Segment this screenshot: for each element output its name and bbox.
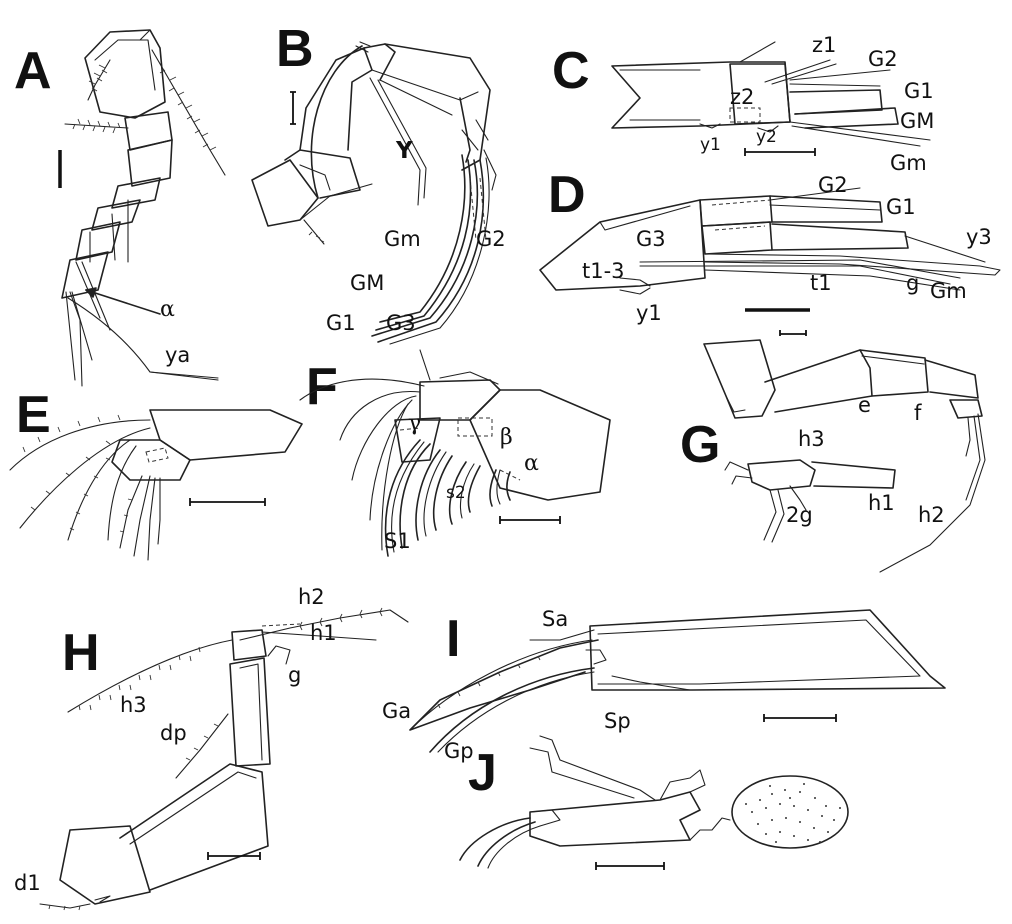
label-f: f [914,401,922,425]
label-h2-g: h2 [918,503,945,527]
label-g2-c: G2 [868,47,898,71]
label-g2-d: G2 [818,173,848,197]
label-g-d: g [906,271,919,295]
appendage-a-segment-1 [124,111,173,151]
label-z2: z2 [730,85,754,109]
panel-letter-a: A [14,42,52,100]
label-h3-g: h3 [798,427,825,451]
panel-letter-j: J [468,744,497,802]
seta-h2-g [879,413,986,573]
scale-bar-c [744,148,816,156]
seta-ya [67,297,219,379]
scale-bar-e [189,498,266,506]
panel-c: C z1 G2 G1 z2 GM y1 y2 Gm [552,33,934,175]
scale-bar-b [290,91,296,125]
label-sa: Sa [542,607,568,631]
label-g1-d: G1 [886,195,916,219]
panel-f: F γ β α s2 S1 [299,349,611,557]
label-g1-c: G1 [904,79,934,103]
appendage-a-segment-4 [91,199,141,231]
appendage-a-segment-2 [127,139,173,187]
label-h1-g: h1 [868,491,895,515]
label-sp: Sp [604,709,631,733]
label-y-b: Y [395,138,413,164]
label-s1: S1 [384,529,411,553]
panel-letter-f: F [306,358,338,416]
panel-letter-e: E [16,386,51,444]
appendage-a-basis [84,29,166,119]
label-gm-b: Gm [384,227,421,251]
label-g2-b: G2 [476,227,506,251]
panel-letter-b: B [276,20,314,78]
label-t1-3: t1-3 [582,259,625,283]
label-h2-h: h2 [298,585,325,609]
label-g-h: g [288,663,301,687]
appendage-a-segment-5 [75,221,121,261]
panel-b: B Y Gm G2 GM G1 G3 [251,20,506,345]
sensory-organ-j [731,775,849,849]
seta-gm-b [379,154,466,323]
label-y2-c: y2 [756,127,777,147]
label-t1: t1 [810,271,832,295]
scale-bar-i [763,714,837,722]
label-s2: s2 [446,483,466,503]
label-g3-b: G3 [386,311,416,335]
label-gm-upper-b: GM [350,271,384,295]
scale-bar-f [499,516,561,524]
label-h1-h: h1 [310,621,337,645]
label-h3-h: h3 [120,693,147,717]
label-y3: y3 [966,225,992,249]
label-g3-d: G3 [636,227,666,251]
appendage-a-segment-3 [111,177,161,209]
panel-j: J [459,735,849,870]
panel-letter-c: C [552,42,590,100]
panel-letter-h: H [62,624,100,682]
panel-letter-d: D [548,166,586,224]
label-ga: Ga [382,699,411,723]
label-alpha-f: α [524,451,539,476]
panel-e: E [9,386,303,561]
label-e: e [858,393,871,417]
label-2g: 2g [786,503,813,527]
label-gm-upper-c: GM [900,109,934,133]
panel-i: I Sa Ga Gp Sp [382,607,946,763]
seta-g3-b [389,157,490,345]
label-alpha-a: α [160,297,175,322]
scale-bar-h [207,852,261,860]
label-gamma: γ [408,411,421,436]
label-y1-c: y1 [700,135,721,155]
label-y1-d: y1 [636,301,662,325]
panel-letter-g: G [680,416,720,474]
label-dp: dp [160,721,187,745]
label-ya: ya [165,343,190,367]
seta-g1-b [371,159,479,337]
label-d1: d1 [14,871,41,895]
panel-letter-i: I [446,610,460,668]
appendage-e-segment-1 [149,409,303,461]
appendage-j-segment [529,791,701,847]
label-gp: Gp [444,739,474,763]
appendage-i-segment [589,609,946,691]
label-beta: β [500,425,513,450]
label-gm-d: Gm [930,279,967,303]
appendage-g-basis [703,339,776,419]
scale-bar-j [595,862,665,870]
label-gm-c: Gm [890,151,927,175]
appendage-b-basis [251,159,319,227]
panel-d: D G2 G1 G3 y3 t1-3 t1 g Gm y1 [539,166,1001,336]
panel-h: H h2 h1 g h3 dp d1 [14,585,409,911]
appendage-c-segment-1 [611,61,791,129]
appendage-h-basis [59,825,151,905]
panel-g: G e f h3 h1 2g h2 [680,339,986,573]
label-z1: z1 [812,33,836,57]
scale-bar-d-small [779,330,807,336]
panel-a: A α ya [14,29,226,387]
label-g1-b: G1 [326,311,356,335]
appendage-a-segment-6 [61,251,109,299]
stipple-j [745,783,841,843]
arrow-alpha [85,289,161,315]
